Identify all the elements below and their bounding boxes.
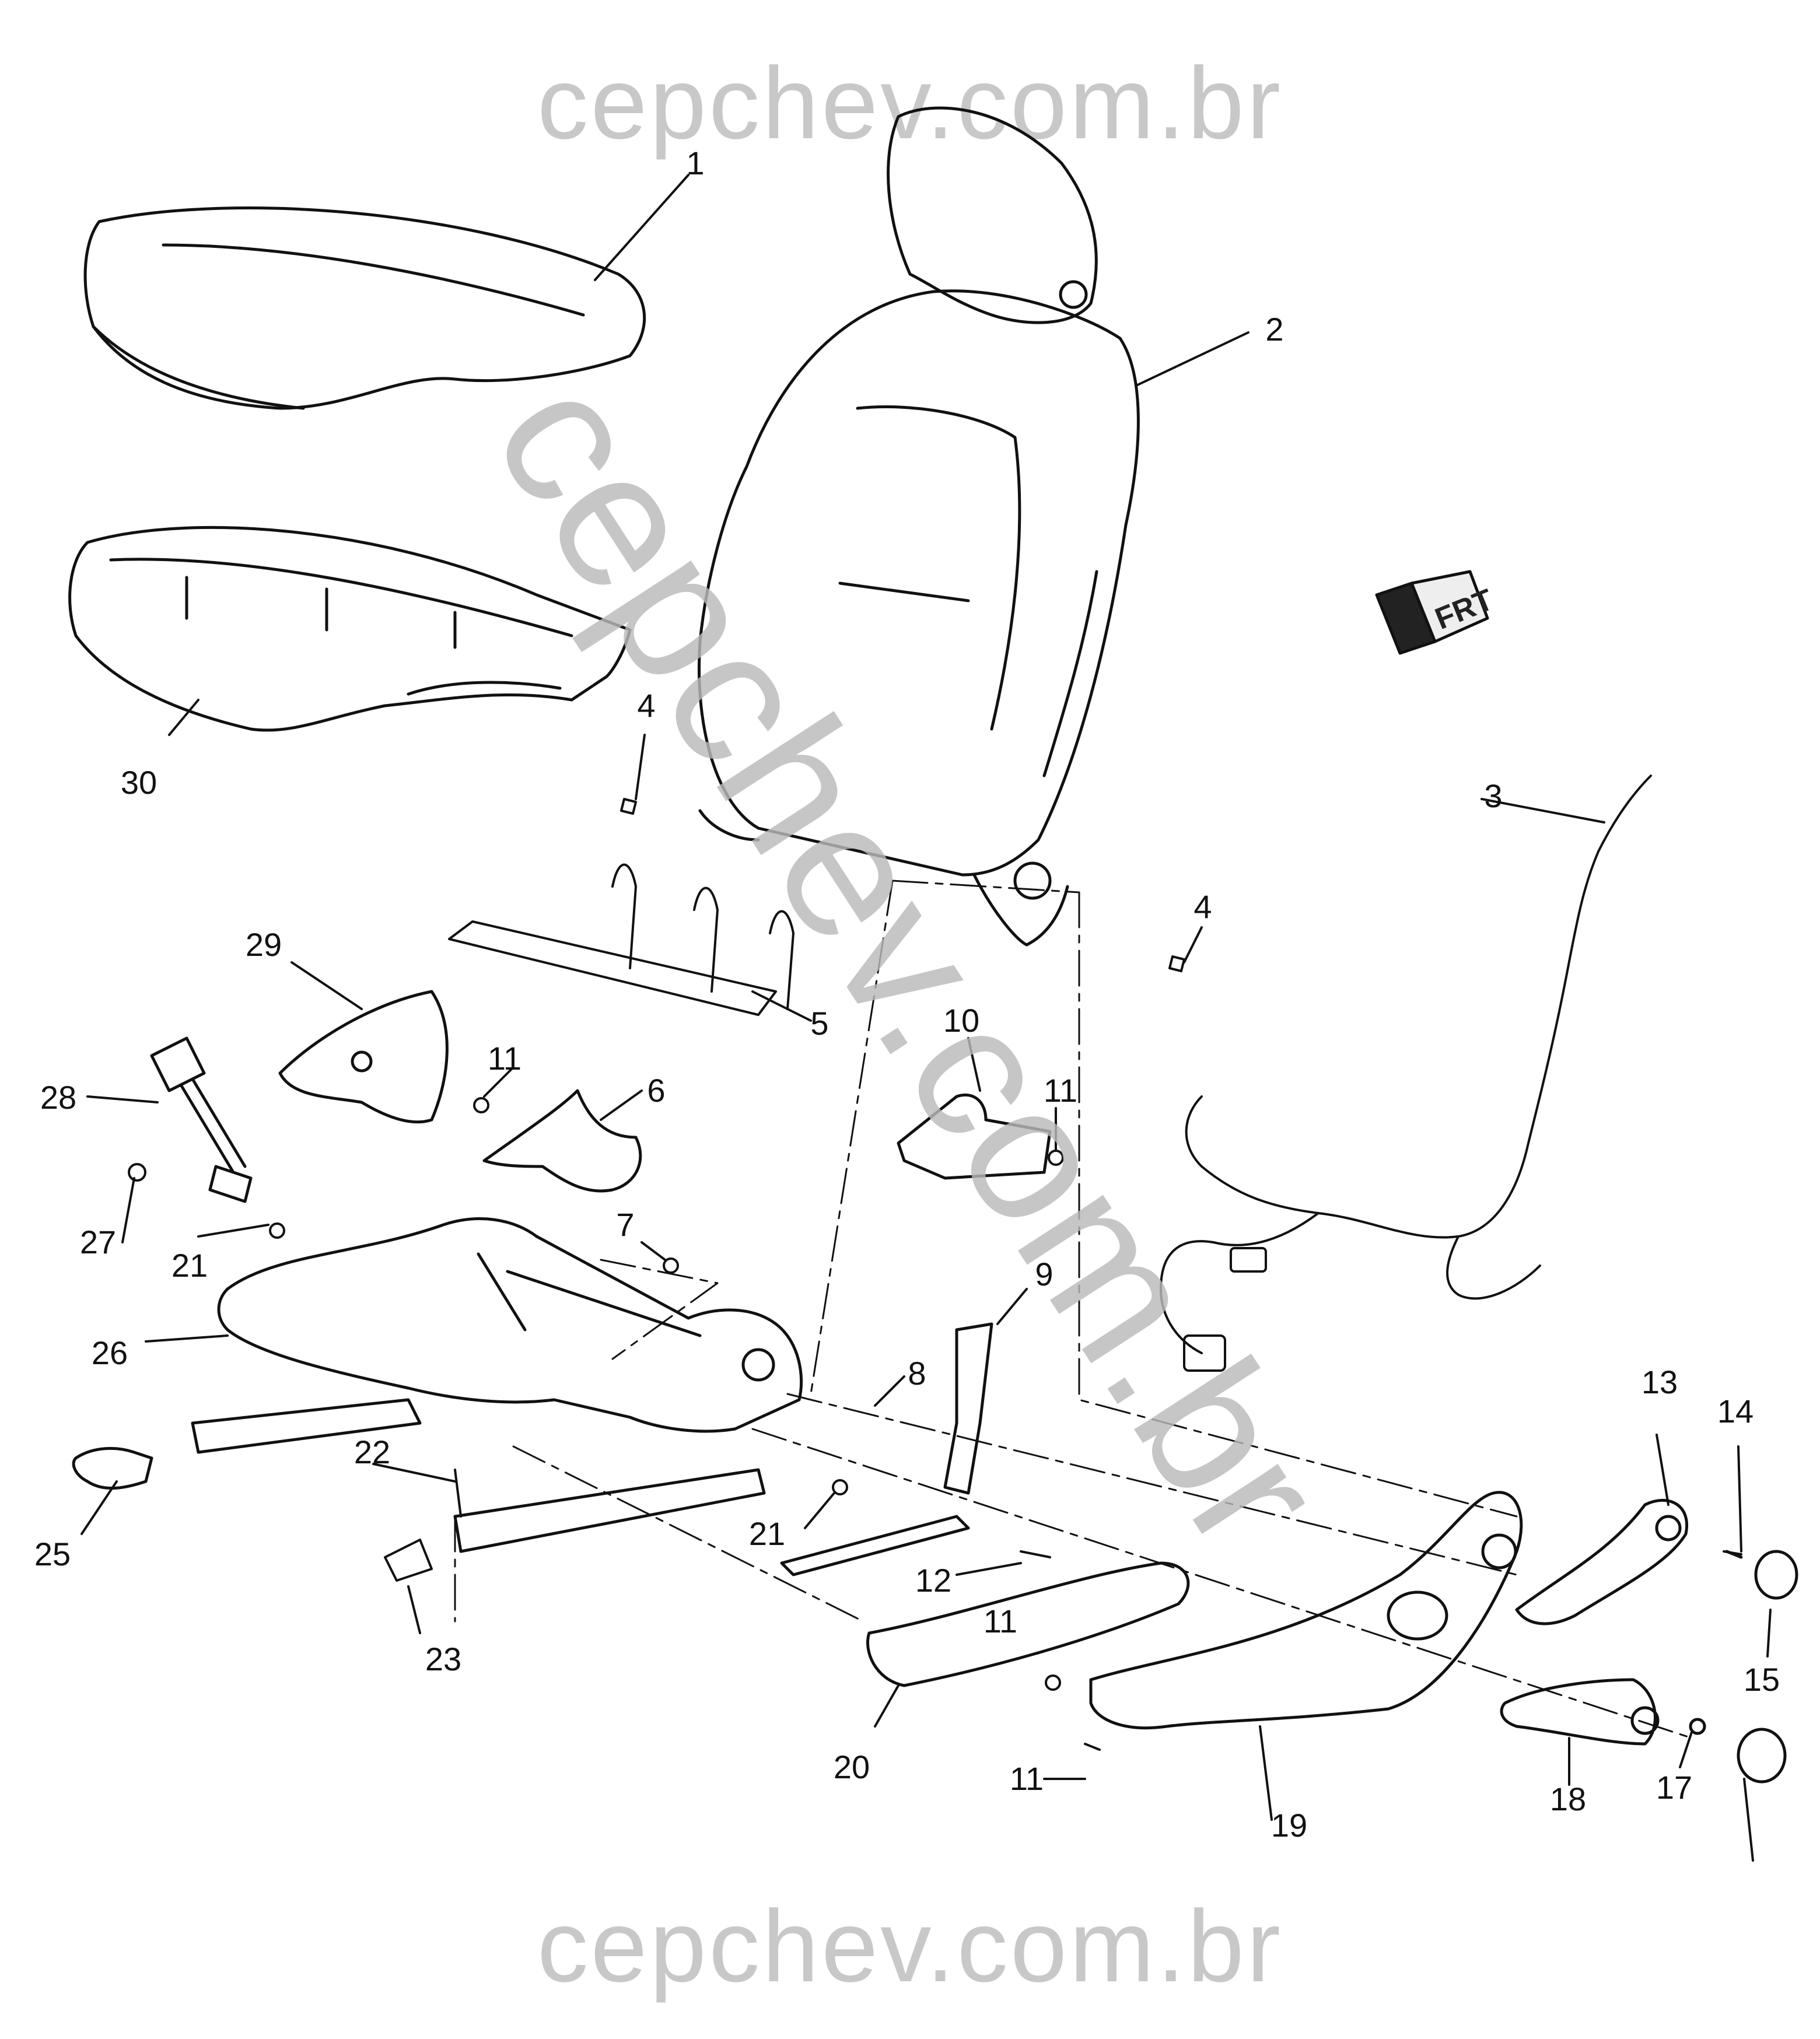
callout-label: 7 bbox=[616, 1206, 635, 1243]
callout-label: 21 bbox=[171, 1247, 208, 1284]
callout-label: 11 bbox=[487, 1040, 522, 1077]
recliner-lever bbox=[1515, 1498, 1688, 1625]
watermark-bottom: cepchev.com.br bbox=[537, 1890, 1283, 2003]
callout-label: 18 bbox=[1549, 1781, 1587, 1817]
callout-label: 8 bbox=[908, 1355, 926, 1392]
callout-label: 20 bbox=[833, 1749, 870, 1785]
seat-frame bbox=[217, 1217, 803, 1433]
recliner-cover bbox=[278, 990, 449, 1124]
adjuster-handle bbox=[72, 1447, 153, 1490]
callout-label: 11 bbox=[1043, 1072, 1078, 1109]
callout-label: 26 bbox=[91, 1334, 128, 1371]
spring-mat bbox=[448, 863, 794, 1016]
callout-label: 5 bbox=[810, 1005, 829, 1042]
callout-label: 11 bbox=[983, 1603, 1018, 1639]
side-bracket bbox=[482, 1089, 642, 1193]
callout-label: 29 bbox=[245, 926, 282, 963]
callout-label: 21 bbox=[748, 1515, 786, 1552]
seat-cushion-pad bbox=[68, 525, 632, 732]
front-direction-arrow bbox=[1375, 570, 1489, 655]
side-shield bbox=[866, 1561, 1190, 1687]
adjuster-link bbox=[780, 1322, 993, 1576]
callout-label: 3 bbox=[1484, 777, 1503, 814]
leader-lines bbox=[80, 174, 1772, 1862]
callout-label: 30 bbox=[120, 764, 158, 801]
callout-label: 12 bbox=[915, 1562, 952, 1599]
callout-label: 4 bbox=[637, 687, 656, 724]
outer-trim-panel bbox=[1089, 1491, 1523, 1730]
watermark-top: cepchev.com.br bbox=[537, 47, 1283, 160]
callout-label: 22 bbox=[354, 1434, 391, 1470]
callout-label: 1 bbox=[686, 145, 705, 181]
callout-label: 25 bbox=[34, 1536, 71, 1572]
callout-label: 23 bbox=[425, 1641, 462, 1677]
recliner-bracket bbox=[897, 1093, 1052, 1180]
lumbar-lever bbox=[1500, 1678, 1660, 1746]
reference-lines bbox=[454, 880, 1693, 1739]
callout-label: 6 bbox=[647, 1072, 666, 1109]
callout-label: 4 bbox=[1194, 888, 1212, 925]
callout-label: 15 bbox=[1743, 1661, 1780, 1698]
callout-label: 2 bbox=[1265, 311, 1284, 348]
callout-label: 17 bbox=[1656, 1769, 1693, 1806]
callout-label: 19 bbox=[1270, 1807, 1308, 1844]
seat-back bbox=[697, 106, 1140, 947]
seat-cushion-cover bbox=[83, 206, 646, 410]
callout-label: 13 bbox=[1641, 1364, 1678, 1400]
callout-label: 11 bbox=[1009, 1760, 1044, 1797]
seat-belt-buckle bbox=[150, 1036, 253, 1203]
callout-label: 14 bbox=[1717, 1393, 1754, 1430]
callout-label: 28 bbox=[40, 1079, 77, 1116]
seat-track bbox=[191, 1398, 766, 1553]
wiring-harness bbox=[1160, 775, 1652, 1372]
fasteners bbox=[128, 798, 1742, 1751]
callout-label: 9 bbox=[1035, 1256, 1054, 1292]
callout-label: 27 bbox=[79, 1224, 117, 1260]
callout-label: 10 bbox=[943, 1002, 980, 1039]
